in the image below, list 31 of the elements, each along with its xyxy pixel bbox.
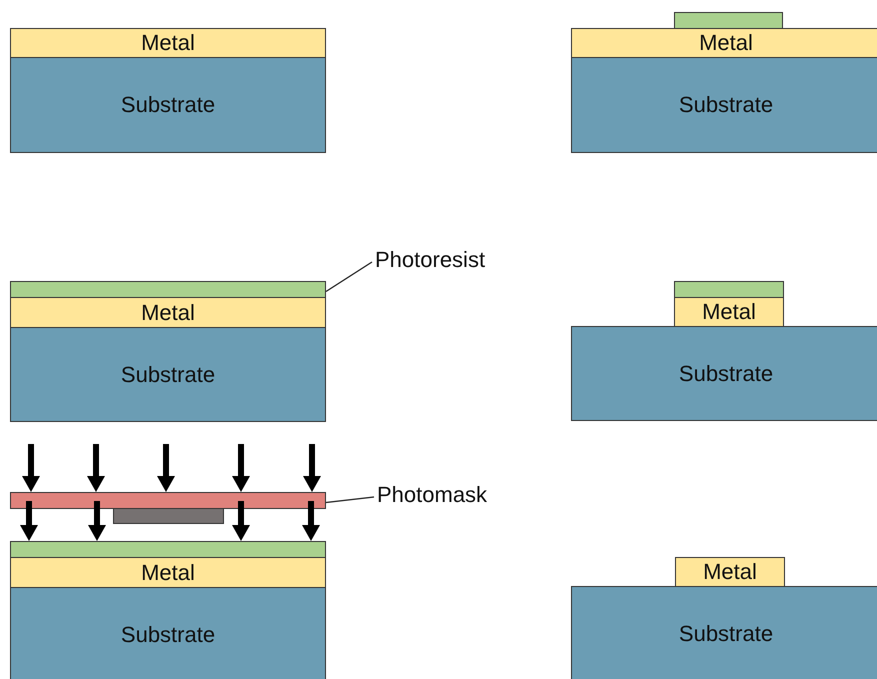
- substrate-block: Substrate: [571, 586, 877, 679]
- arrow: [232, 444, 250, 492]
- callout-label: Photomask: [377, 481, 507, 509]
- substrate-block: Substrate: [10, 327, 326, 422]
- leader-line: [326, 496, 374, 504]
- metal-layer: Metal: [10, 297, 326, 328]
- mask-pattern: [113, 508, 224, 524]
- arrow: [302, 501, 320, 541]
- substrate-block: Substrate: [571, 57, 877, 153]
- arrow: [232, 501, 250, 541]
- arrow: [20, 501, 38, 541]
- arrow: [303, 444, 321, 492]
- photoresist-layer: [10, 281, 326, 298]
- substrate-block: Substrate: [10, 587, 326, 679]
- metal-layer: Metal: [10, 28, 326, 58]
- callout-label: Photoresist: [375, 246, 505, 274]
- arrow: [157, 444, 175, 492]
- substrate-block: Substrate: [10, 57, 326, 153]
- arrow: [87, 444, 105, 492]
- metal-layer: Metal: [10, 557, 326, 588]
- photomask-plate: [10, 492, 326, 509]
- substrate-block: Substrate: [571, 326, 877, 421]
- arrow: [88, 501, 106, 541]
- metal-layer: Metal: [675, 557, 785, 587]
- metal-layer: Metal: [571, 28, 877, 58]
- arrow: [22, 444, 40, 492]
- metal-layer: Metal: [674, 297, 784, 327]
- photoresist-layer: [10, 541, 326, 558]
- leader-line: [326, 261, 372, 292]
- photoresist-layer: [674, 12, 783, 29]
- photoresist-layer: [674, 281, 784, 298]
